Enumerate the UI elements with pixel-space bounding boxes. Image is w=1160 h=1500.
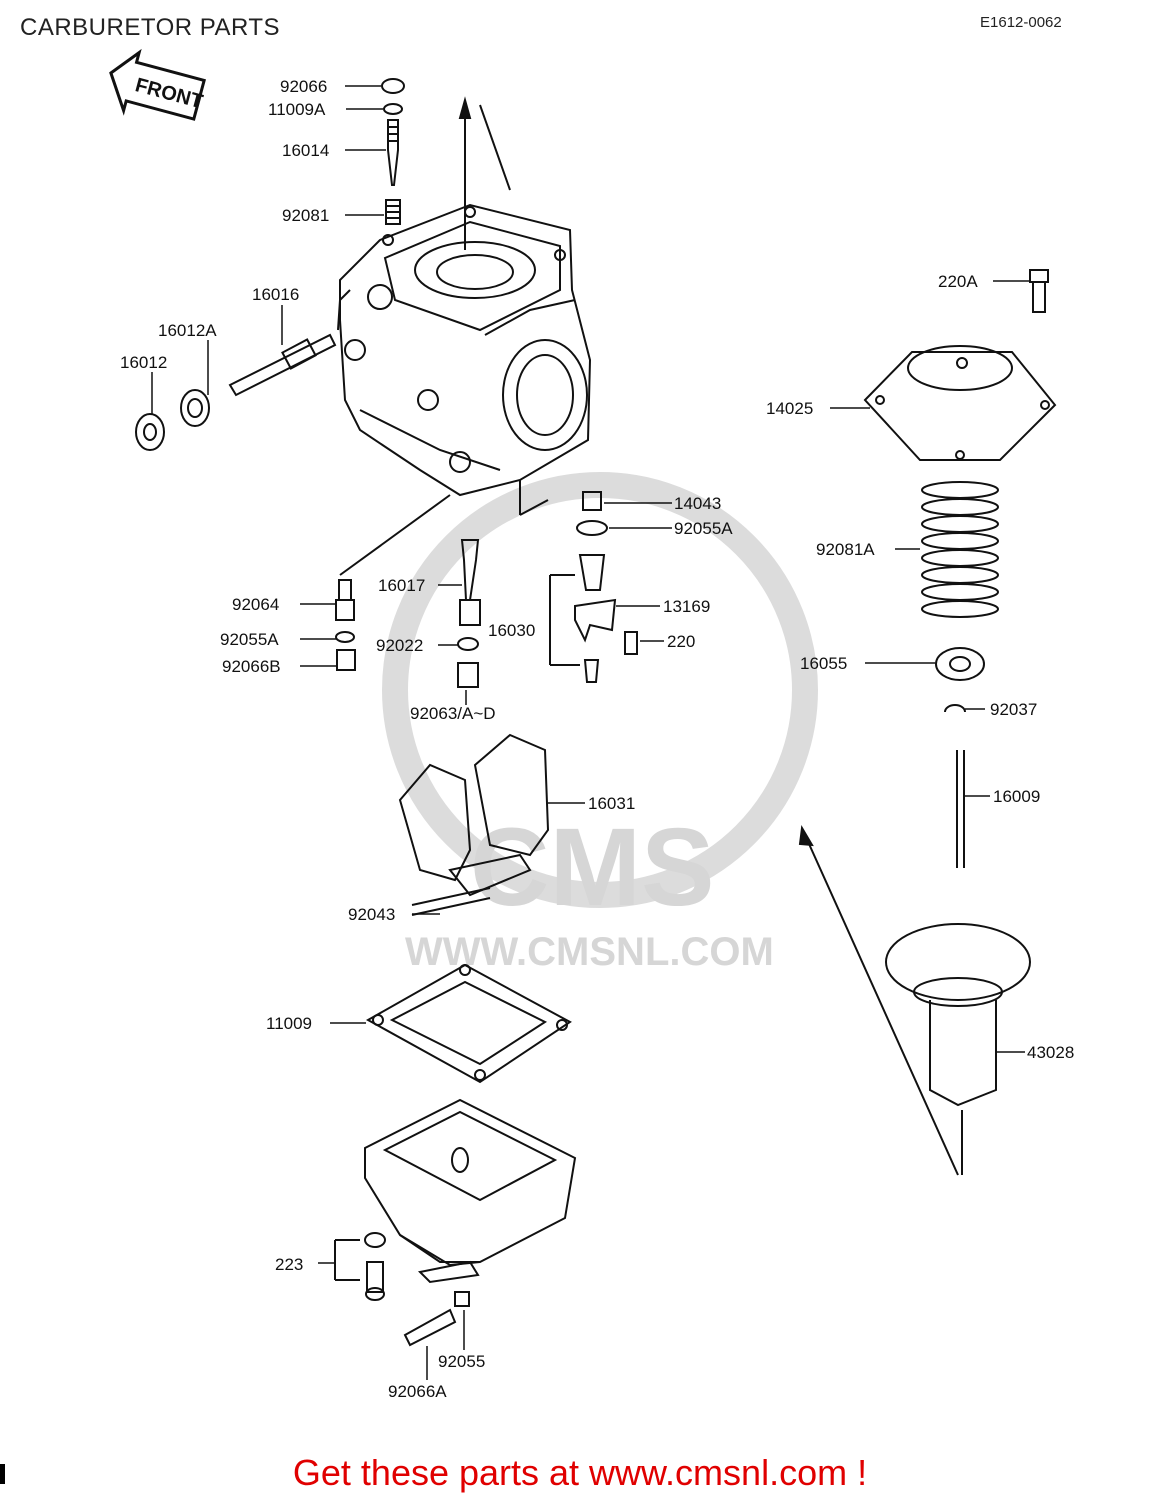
float-assembly <box>398 733 550 916</box>
part-label-14043: 14043 <box>674 494 721 513</box>
corner-mark <box>0 1464 5 1484</box>
part-label-92063: 92063/A~D <box>410 704 496 723</box>
part-label-16012: 16012 <box>120 353 167 372</box>
part-label-16016: 16016 <box>252 285 299 304</box>
part-label-92081: 92081 <box>282 206 329 225</box>
part-labels: 92066 11009A 16014 92081 16016 16012A 16… <box>120 77 1074 1401</box>
part-label-92055a: 92055A <box>220 630 279 649</box>
part-label-16031: 16031 <box>588 794 635 813</box>
float-bowl <box>364 1098 577 1267</box>
watermark: CMS WWW.CMSNL.COM <box>382 472 818 974</box>
part-label-92066a: 92066A <box>388 1382 447 1401</box>
float-bowl-gasket <box>365 963 572 1084</box>
part-label-92037: 92037 <box>990 700 1037 719</box>
part-label-92066b: 92066B <box>222 657 281 676</box>
part-label-16014: 16014 <box>282 141 329 160</box>
carburetor-body <box>337 203 592 497</box>
part-label-16017: 16017 <box>378 576 425 595</box>
part-label-13169: 13169 <box>663 597 710 616</box>
part-label-16055: 16055 <box>800 654 847 673</box>
part-label-223: 223 <box>275 1255 303 1274</box>
part-label-92043: 92043 <box>348 905 395 924</box>
part-label-92064: 92064 <box>232 595 279 614</box>
footer-link-text[interactable]: Get these parts at www.cmsnl.com ! <box>292 1452 868 1493</box>
part-label-11009a: 11009A <box>268 100 326 119</box>
part-label-43028: 43028 <box>1027 1043 1074 1062</box>
part-label-11009: 11009 <box>266 1014 312 1033</box>
part-label-220: 220 <box>667 632 695 651</box>
exploded-parts-diagram: CMS WWW.CMSNL.COM FRONT <box>109 48 1074 1401</box>
part-label-16012a: 16012A <box>158 321 217 340</box>
front-arrow-badge: FRONT <box>109 48 206 121</box>
part-label-92055a-top: 92055A <box>674 519 733 538</box>
page-title: CARBURETOR PARTS <box>20 14 281 41</box>
part-label-92066: 92066 <box>280 77 327 96</box>
piston-diaphragm <box>885 923 1031 1175</box>
part-label-220a: 220A <box>938 272 978 291</box>
part-label-16009: 16009 <box>993 787 1040 806</box>
watermark-logo-text: CMS <box>470 806 714 929</box>
part-label-16030: 16030 <box>488 621 535 640</box>
piston-spring <box>921 481 999 618</box>
diagram-code: E1612-0062 <box>980 14 1062 31</box>
part-label-92081a: 92081A <box>816 540 875 559</box>
part-label-92022: 92022 <box>376 636 423 655</box>
part-label-92055: 92055 <box>438 1352 485 1371</box>
part-label-14025: 14025 <box>766 399 813 418</box>
